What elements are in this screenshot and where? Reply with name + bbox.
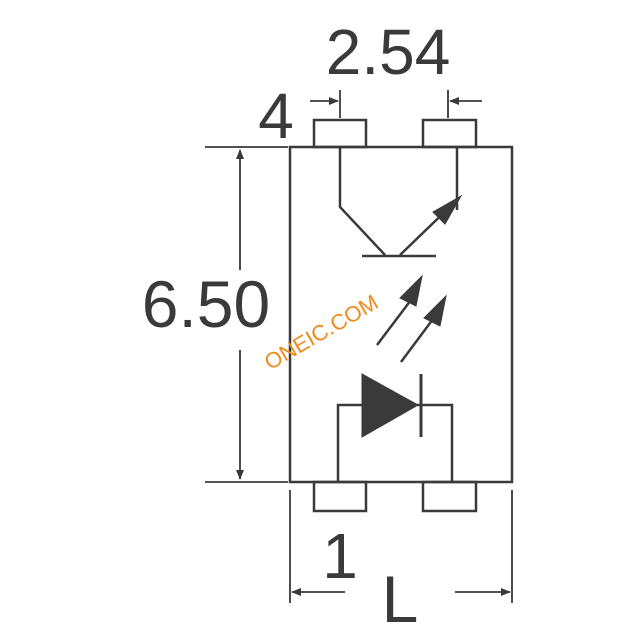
pin-bottom-right <box>421 480 478 513</box>
pin-bottom-left <box>312 480 368 513</box>
package-body <box>288 145 514 484</box>
pin-top-left <box>312 118 368 149</box>
led-symbol <box>336 373 454 482</box>
length-label: L <box>382 562 419 636</box>
height-dimension: 6.50 <box>142 146 288 483</box>
pin-top-right <box>421 118 478 149</box>
pitch-dimension: 2.54 <box>310 16 482 118</box>
length-dimension: L <box>289 490 513 636</box>
pin-1-label: 1 <box>322 520 358 592</box>
phototransistor-symbol <box>338 147 463 258</box>
pitch-label: 2.54 <box>326 16 451 88</box>
pin-4-label: 4 <box>258 80 294 152</box>
height-label: 6.50 <box>142 267 270 341</box>
light-emission-arrows <box>376 274 447 363</box>
watermark-text: ONEIC.COM <box>260 290 383 375</box>
